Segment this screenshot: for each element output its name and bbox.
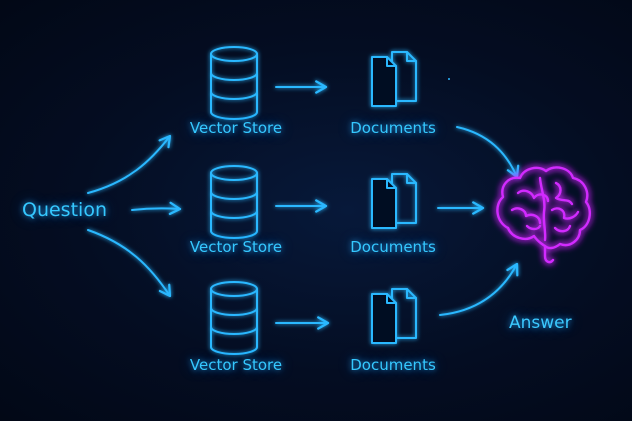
question-label: Question xyxy=(22,199,107,221)
answer-label: Answer xyxy=(509,313,572,333)
store-label-3: Vector Store xyxy=(189,356,283,374)
brain-icon xyxy=(496,166,592,264)
database-icon xyxy=(210,46,258,120)
database-icon xyxy=(210,165,258,239)
arrow-docs-to-brain-3 xyxy=(439,262,519,316)
documents-icon xyxy=(371,288,417,344)
docs-label-1: Documents xyxy=(350,119,436,137)
store-label-2: Vector Store xyxy=(189,238,283,256)
arrow-docs-to-brain-1 xyxy=(456,126,520,179)
docs-label-2: Documents xyxy=(350,238,436,256)
docs-label-3: Documents xyxy=(350,356,436,374)
database-icon xyxy=(210,281,258,355)
sparkle-dot xyxy=(448,78,450,80)
documents-icon xyxy=(371,51,417,107)
documents-icon xyxy=(371,173,417,229)
store-label-1: Vector Store xyxy=(189,119,283,137)
arrow-question-to-store-3 xyxy=(87,229,172,298)
arrow-question-to-store-2 xyxy=(131,201,182,216)
arrow-question-to-store-1 xyxy=(87,134,172,194)
